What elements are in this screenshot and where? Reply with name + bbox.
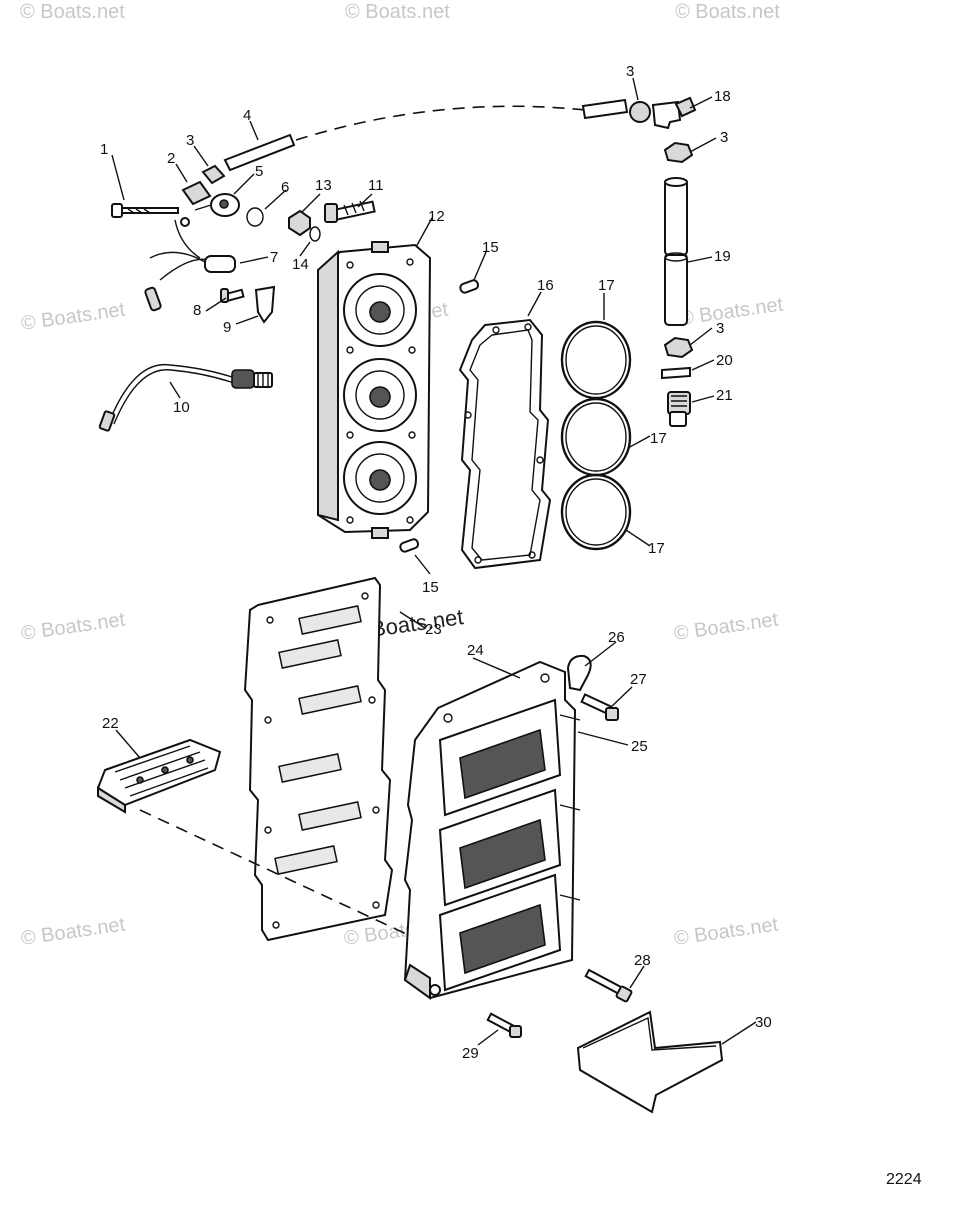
alignment-line-lower — [139, 809, 431, 946]
part-4-hose — [223, 133, 296, 172]
callout-13: 13 — [315, 177, 332, 194]
watermark: © Boats.net — [20, 299, 127, 335]
callout-20: 20 — [716, 352, 733, 369]
part-21-fitting — [667, 391, 691, 427]
callout-5: 5 — [255, 163, 263, 180]
callout-19: 19 — [714, 248, 731, 265]
part-11-bolt — [324, 200, 376, 223]
part-23-intake-gasket — [243, 576, 394, 942]
callout-3: 3 — [186, 132, 194, 149]
callout-28: 28 — [634, 952, 651, 969]
part-8-screw — [220, 288, 245, 303]
watermark: © Boats.net — [673, 914, 780, 950]
part-3-nut — [201, 164, 226, 185]
callout-7: 7 — [270, 249, 278, 266]
part-15-dowel-pin-lower — [399, 538, 420, 553]
figure-number: 2224 — [886, 1171, 922, 1188]
callout-30: 30 — [755, 1014, 772, 1031]
callout-24: 24 — [467, 642, 484, 659]
part-3-nut-top — [629, 101, 651, 123]
part-28-stud — [584, 968, 633, 1003]
part-19-water-tube — [664, 177, 688, 326]
watermark: © Boats.net — [345, 1, 450, 23]
part-17-o-ring-top — [560, 320, 632, 400]
part-14-washer — [309, 226, 321, 242]
callout-10: 10 — [173, 399, 190, 416]
part-9-clip — [254, 285, 276, 324]
part-10-temperature-sensor — [98, 363, 273, 432]
callout-18: 18 — [714, 88, 731, 105]
part-26-clamp — [566, 654, 592, 692]
callout-14: 14 — [292, 256, 309, 273]
callout-16: 16 — [537, 277, 554, 294]
callout-labels: 1 2 3 3 3 3 4 5 6 7 8 9 10 11 12 13 14 1… — [100, 63, 772, 1062]
watermark: © Boats.net — [20, 914, 127, 950]
part-3-nut-lower-right — [663, 336, 694, 359]
watermark: © Boats.net — [20, 1, 125, 23]
part-1-bolt — [111, 203, 179, 218]
part-24-intake-manifold — [403, 660, 581, 1000]
callout-2: 2 — [167, 150, 175, 167]
callout-3: 3 — [626, 63, 634, 80]
callout-15: 15 — [422, 579, 439, 596]
callout-27: 27 — [630, 671, 647, 688]
callout-29: 29 — [462, 1045, 479, 1062]
callout-1: 1 — [100, 141, 108, 158]
part-6-o-ring — [246, 207, 264, 227]
callout-8: 8 — [193, 302, 201, 319]
part-17-o-ring-middle — [560, 397, 632, 477]
callout-11: 11 — [368, 177, 384, 194]
callout-23: 23 — [425, 621, 442, 638]
callout-15: 15 — [482, 239, 499, 256]
callout-3: 3 — [720, 129, 728, 146]
watermark: © Boats.net — [673, 609, 780, 645]
part-17-o-ring-bottom — [560, 473, 632, 551]
part-29-screw — [486, 1012, 522, 1038]
part-30-shield — [576, 1010, 724, 1114]
callout-25: 25 — [631, 738, 648, 755]
watermark: © Boats.net — [20, 609, 127, 645]
part-3-nut-upper-right — [663, 141, 694, 164]
part-15-dowel-pin-upper — [459, 279, 480, 294]
callout-17: 17 — [598, 277, 615, 294]
part-2-fitting — [181, 180, 212, 206]
callout-4: 4 — [243, 107, 251, 124]
callout-21: 21 — [716, 387, 733, 404]
part-27-screw — [580, 693, 619, 721]
part-hose-short — [581, 98, 629, 120]
callout-3: 3 — [716, 320, 724, 337]
watermark: © Boats.net — [678, 294, 785, 330]
part-13-plug — [288, 209, 311, 237]
part-22-reed-plate — [96, 738, 222, 814]
part-16-head-gasket — [458, 318, 552, 570]
part-18-elbow — [651, 96, 697, 130]
part-7-wire-harness — [144, 217, 236, 312]
callout-12: 12 — [428, 208, 445, 225]
callout-17: 17 — [650, 430, 667, 447]
callout-9: 9 — [223, 319, 231, 336]
callout-26: 26 — [608, 629, 625, 646]
callout-17: 17 — [648, 540, 665, 557]
callout-22: 22 — [102, 715, 119, 732]
watermark: © Boats.net — [675, 1, 780, 23]
leader-lines — [111, 77, 757, 1046]
callout-6: 6 — [281, 179, 289, 196]
part-12-cylinder-head — [316, 241, 432, 539]
hose-routing-line — [295, 105, 586, 141]
part-5-connector — [194, 193, 240, 217]
part-20-washer — [661, 366, 691, 380]
